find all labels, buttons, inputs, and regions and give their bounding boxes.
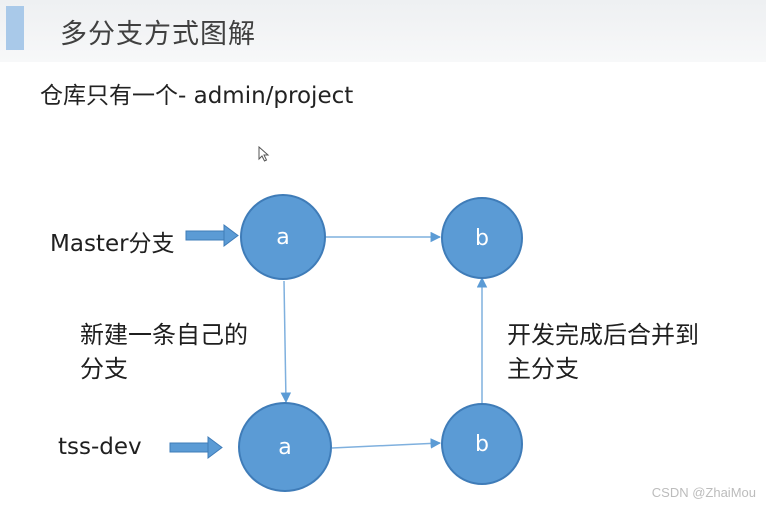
merge-note-line1: 开发完成后合并到 (507, 321, 699, 349)
create-branch-note: 新建一条自己的 分支 (80, 318, 248, 386)
master-node-a: a (240, 194, 326, 280)
merge-note-line2: 主分支 (507, 355, 579, 383)
dev-node-a: a (238, 402, 332, 492)
mouse-pointer-icon (258, 145, 270, 166)
master-node-b: b (441, 197, 523, 279)
merge-note: 开发完成后合并到 主分支 (507, 318, 699, 386)
master-branch-label: Master分支 (50, 231, 175, 257)
watermark: CSDN @ZhaiMou (651, 485, 756, 500)
create-branch-note-line1: 新建一条自己的 (80, 321, 248, 349)
branch-create-arrow (280, 280, 292, 404)
repository-subtitle: 仓库只有一个- admin/project (40, 83, 354, 109)
dev-commit-arrow (331, 438, 442, 449)
create-branch-note-line2: 分支 (80, 355, 128, 383)
master-pointer-arrow (185, 224, 239, 247)
dev-branch-label: tss-dev (58, 434, 142, 460)
dev-pointer-arrow (169, 436, 223, 459)
page-title: 多分支方式图解 (60, 19, 256, 50)
title-accent-bar (6, 6, 24, 50)
dev-node-b: b (441, 403, 523, 485)
title-bar: 多分支方式图解 (0, 0, 766, 62)
